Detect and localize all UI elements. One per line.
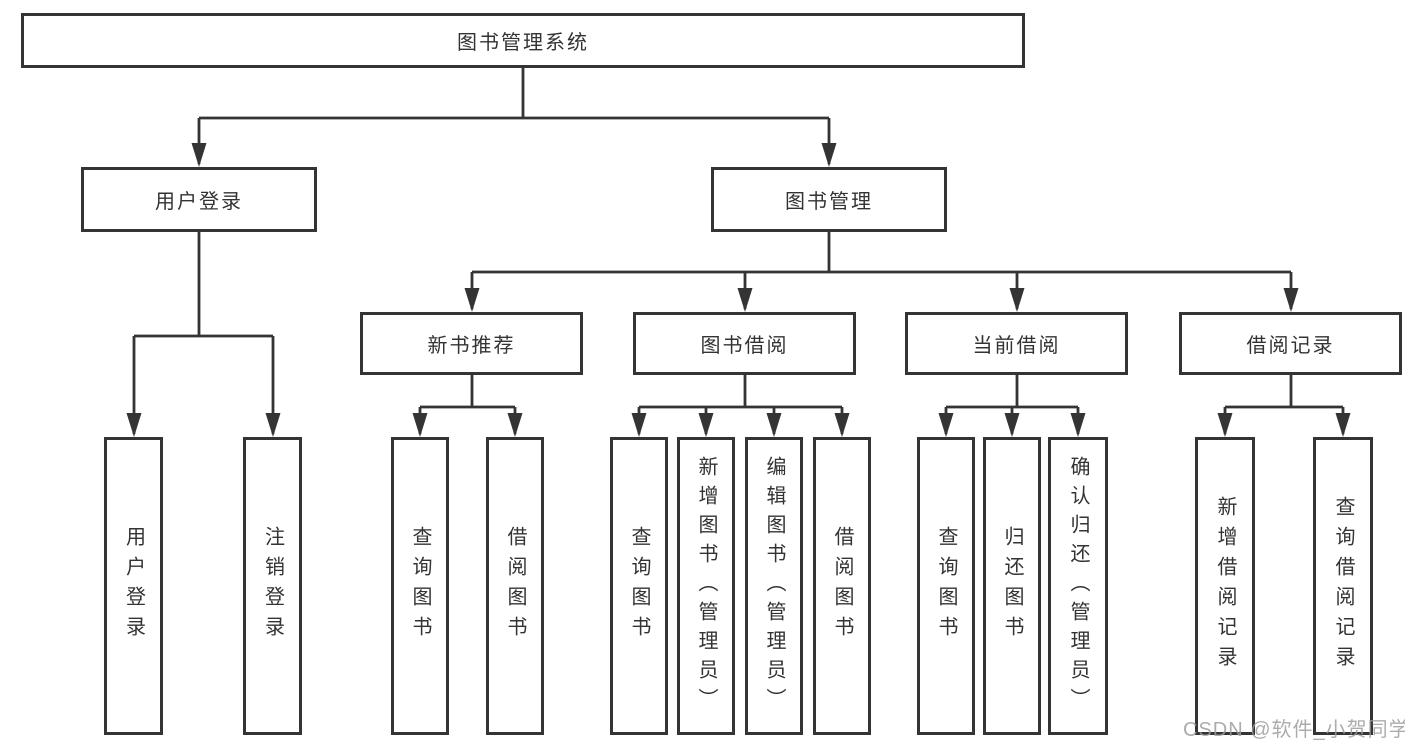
- node-label: 新书推荐: [427, 335, 516, 357]
- arrowhead-icons: [126, 143, 1351, 437]
- node-borrowing-records: 借阅记录: [1179, 312, 1402, 375]
- csdn-watermark: CSDN @软件_小贺同学: [1183, 719, 1405, 741]
- leaf-bb-edit-books-admin: 编辑图书（管理员）: [745, 437, 803, 735]
- node-label: 编辑图书（管理员）: [763, 455, 785, 717]
- leaf-nbr-query-books: 查询图书: [391, 437, 449, 735]
- node-new-book-recommend: 新书推荐: [360, 312, 583, 375]
- node-label: 借阅图书: [504, 526, 526, 646]
- leaf-bb-query-books: 查询图书: [610, 437, 668, 735]
- leaf-cb-return-books: 归还图书: [983, 437, 1041, 735]
- leaf-cb-query-books: 查询图书: [917, 437, 975, 735]
- node-label: 归还图书: [1001, 526, 1023, 646]
- node-label: 新增图书（管理员）: [695, 455, 717, 717]
- node-label: 用户登录: [155, 191, 243, 213]
- leaf-cb-confirm-return-admin: 确认归还（管理员）: [1048, 437, 1108, 735]
- node-label: 图书管理系统: [457, 32, 589, 54]
- leaf-nbr-borrow-books: 借阅图书: [486, 437, 544, 735]
- node-label: 借阅图书: [831, 526, 853, 646]
- node-root-library-system: 图书管理系统: [21, 13, 1025, 68]
- node-label: 图书借阅: [700, 335, 789, 357]
- node-label: 查询图书: [628, 526, 650, 646]
- node-label: 用户登录: [122, 526, 145, 646]
- node-label: 新增借阅记录: [1214, 496, 1236, 676]
- leaf-br-add-borrow-record: 新增借阅记录: [1195, 437, 1255, 735]
- node-label: 当前借阅: [972, 335, 1061, 357]
- node-book-borrowing: 图书借阅: [633, 312, 856, 375]
- leaf-bb-add-books-admin: 新增图书（管理员）: [677, 437, 735, 735]
- node-label: 借阅记录: [1246, 335, 1335, 357]
- leaf-logout: 注销登录: [243, 437, 302, 735]
- node-current-borrowing: 当前借阅: [905, 312, 1128, 375]
- node-user-login: 用户登录: [81, 167, 317, 232]
- node-label: 查询图书: [935, 526, 957, 646]
- node-label: 查询图书: [409, 526, 431, 646]
- leaf-bb-borrow-books: 借阅图书: [813, 437, 871, 735]
- leaf-br-query-borrow-record: 查询借阅记录: [1313, 437, 1373, 735]
- node-label: 注销登录: [261, 526, 284, 646]
- node-label: 图书管理: [785, 191, 873, 213]
- node-label: 查询借阅记录: [1332, 496, 1354, 676]
- leaf-user-login: 用户登录: [104, 437, 163, 735]
- node-label: 确认归还（管理员）: [1067, 455, 1089, 717]
- node-book-management: 图书管理: [711, 167, 947, 232]
